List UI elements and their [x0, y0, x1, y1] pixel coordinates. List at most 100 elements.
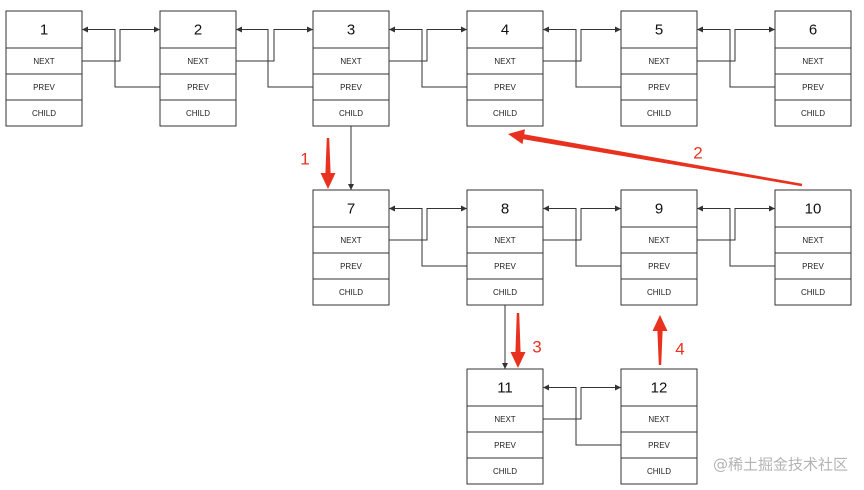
field-next-label: NEXT — [33, 57, 54, 66]
nodes-layer: 1NEXTPREVCHILD2NEXTPREVCHILD3NEXTPREVCHI… — [5, 10, 852, 485]
field-prev-label: PREV — [494, 441, 516, 450]
step-label: 1 — [300, 149, 309, 168]
field-child-label: CHILD — [647, 109, 671, 118]
links-layer — [82, 26, 775, 446]
field-child-label: CHILD — [493, 288, 517, 297]
node-label: 5 — [655, 21, 663, 38]
node-box — [620, 368, 698, 485]
field-next-label: NEXT — [187, 57, 208, 66]
field-prev-label: PREV — [802, 262, 824, 271]
step-arrow — [320, 138, 336, 189]
node-box — [5, 10, 83, 127]
next-link-9-10 — [697, 205, 775, 241]
prev-link-2-1 — [82, 26, 160, 88]
node-box — [466, 368, 544, 485]
node-label: 1 — [40, 21, 48, 38]
field-child-label: CHILD — [339, 288, 363, 297]
node-label: 12 — [651, 379, 668, 396]
field-next-label: NEXT — [494, 236, 515, 245]
step-arrow — [510, 313, 526, 368]
step-label: 4 — [675, 339, 684, 358]
field-child-label: CHILD — [647, 467, 671, 476]
node-box — [312, 189, 390, 306]
prev-link-3-2 — [236, 26, 313, 88]
node-label: 9 — [655, 200, 663, 217]
node-label: 11 — [497, 379, 513, 396]
field-next-label: NEXT — [648, 415, 669, 424]
next-link-8-9 — [543, 205, 621, 241]
field-next-label: NEXT — [494, 57, 515, 66]
prev-link-9-8 — [543, 205, 621, 267]
node-label: 4 — [501, 21, 509, 38]
field-prev-label: PREV — [648, 441, 670, 450]
step-arrow — [652, 315, 668, 365]
field-child-label: CHILD — [32, 109, 56, 118]
field-next-label: NEXT — [802, 236, 823, 245]
step-label: 2 — [693, 143, 702, 162]
next-link-3-4 — [389, 26, 467, 62]
field-child-label: CHILD — [647, 288, 671, 297]
step-label: 3 — [532, 337, 541, 356]
field-next-label: NEXT — [648, 57, 669, 66]
field-prev-label: PREV — [494, 83, 516, 92]
next-link-5-6 — [697, 26, 775, 62]
field-child-label: CHILD — [493, 467, 517, 476]
field-child-label: CHILD — [801, 288, 825, 297]
next-link-4-5 — [543, 26, 621, 62]
step-1: 1 — [300, 138, 336, 189]
node-box — [774, 189, 852, 306]
field-prev-label: PREV — [648, 262, 670, 271]
next-link-1-2 — [82, 26, 160, 62]
field-child-label: CHILD — [339, 109, 363, 118]
node-box — [466, 10, 544, 127]
node-box — [312, 10, 390, 127]
prev-link-5-4 — [543, 26, 621, 88]
step-2: 2 — [508, 129, 803, 187]
node-label: 3 — [347, 21, 355, 38]
prev-link-10-9 — [697, 205, 775, 267]
field-child-label: CHILD — [493, 109, 517, 118]
node-box — [159, 10, 237, 127]
field-prev-label: PREV — [494, 262, 516, 271]
field-prev-label: PREV — [340, 262, 362, 271]
node-label: 7 — [347, 200, 355, 217]
field-prev-label: PREV — [33, 83, 55, 92]
node-label: 10 — [805, 200, 822, 217]
node-box — [774, 10, 852, 127]
field-prev-label: PREV — [802, 83, 824, 92]
prev-link-8-7 — [389, 205, 467, 267]
node-box — [620, 189, 698, 306]
step-3: 3 — [510, 313, 542, 368]
prev-link-12-11 — [543, 384, 621, 446]
field-child-label: CHILD — [801, 109, 825, 118]
step-arrow — [508, 129, 803, 187]
next-link-7-8 — [389, 205, 467, 241]
node-label: 6 — [809, 21, 817, 38]
field-next-label: NEXT — [494, 415, 515, 424]
step-4: 4 — [652, 315, 685, 365]
field-prev-label: PREV — [340, 83, 362, 92]
field-next-label: NEXT — [648, 236, 669, 245]
watermark-text: @稀土掘金技术社区 — [713, 456, 848, 474]
field-next-label: NEXT — [802, 57, 823, 66]
field-prev-label: PREV — [648, 83, 670, 92]
node-label: 8 — [501, 200, 509, 217]
field-next-label: NEXT — [340, 236, 361, 245]
field-prev-label: PREV — [187, 83, 209, 92]
node-box — [466, 189, 544, 306]
field-next-label: NEXT — [340, 57, 361, 66]
prev-link-4-3 — [389, 26, 467, 88]
steps-layer: 1 2 3 4 — [300, 129, 803, 368]
